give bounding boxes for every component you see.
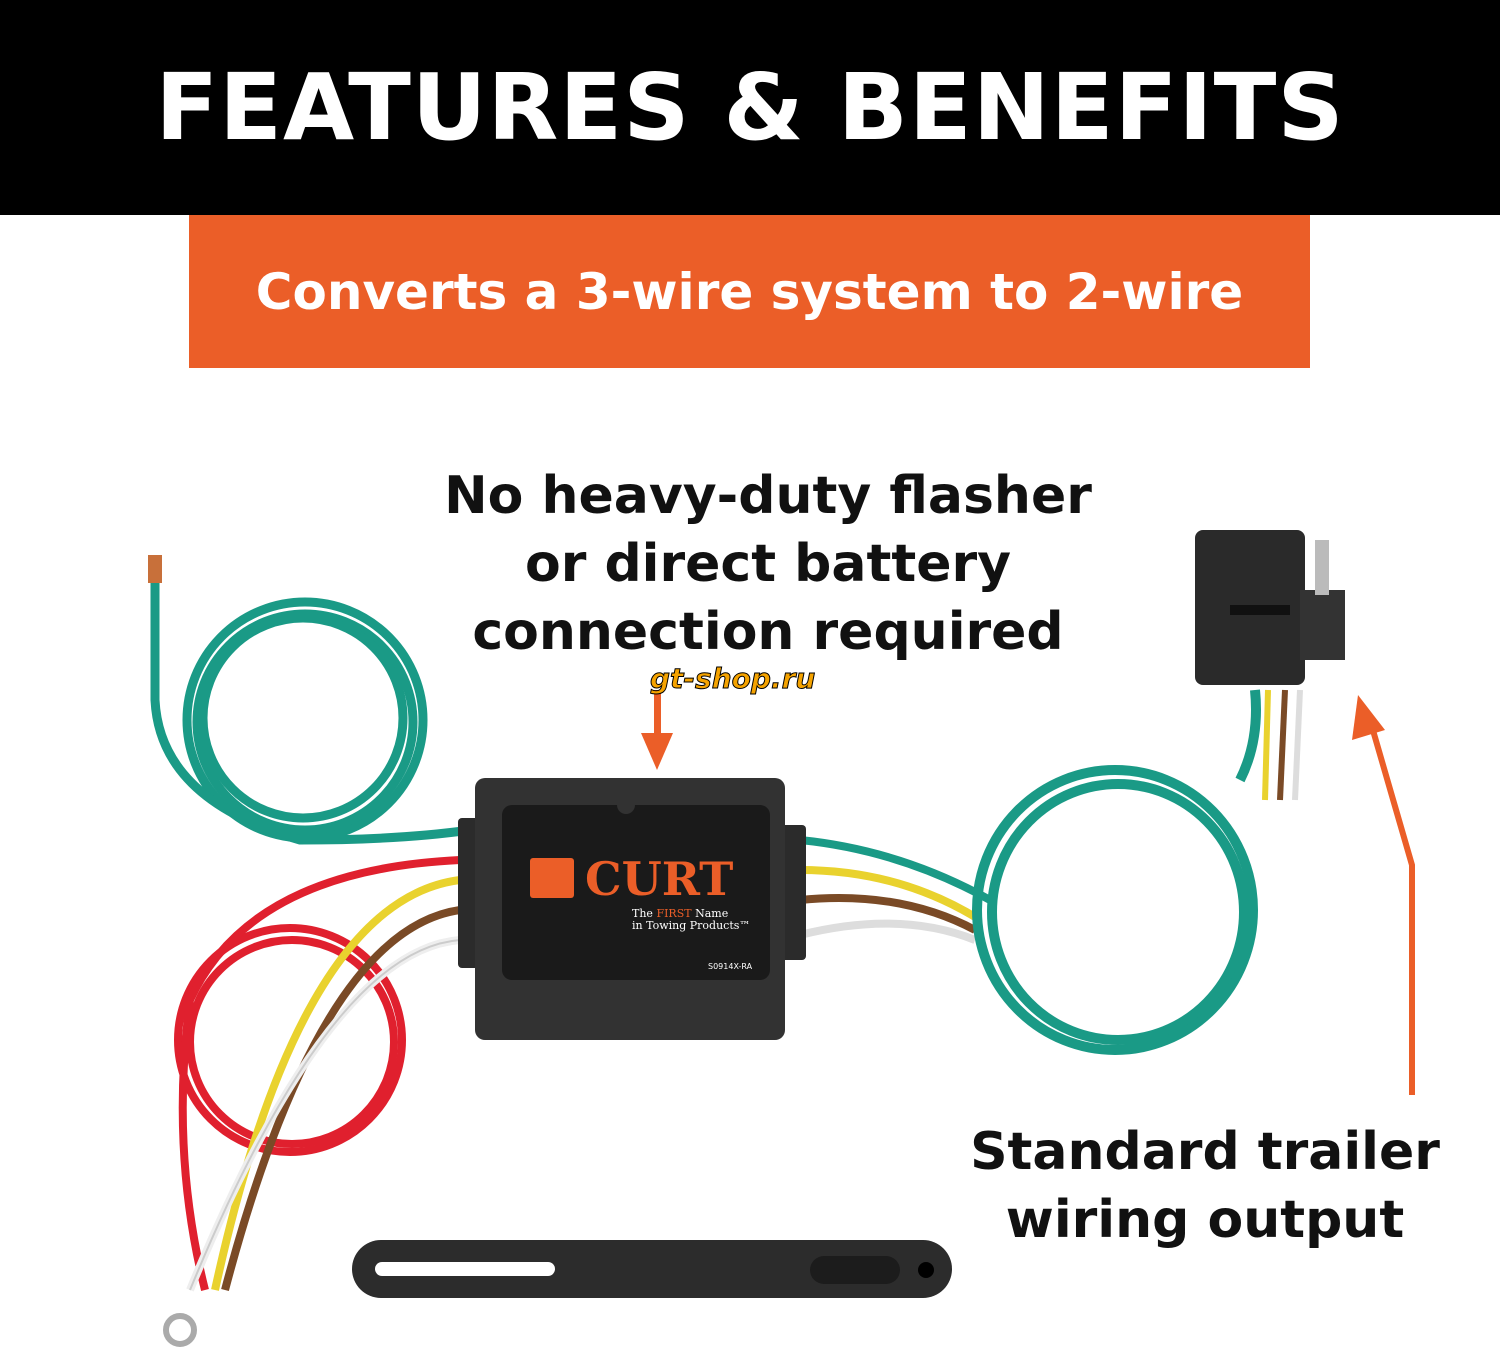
callout-line: Standard trailer	[970, 1122, 1440, 1182]
callout-line: No heavy-duty flasher	[444, 466, 1092, 526]
callout-output: Standard trailer wiring output	[960, 1118, 1450, 1254]
brand-tagline: The FIRST Name in Towing Products™	[632, 908, 750, 932]
tagline-accent: FIRST	[656, 907, 692, 920]
4-way-flat-connector	[1195, 530, 1345, 685]
wire-tip	[148, 555, 162, 583]
header-bar: FEATURES & BENEFITS	[0, 0, 1500, 215]
converter-module	[458, 778, 806, 1040]
page-title: FEATURES & BENEFITS	[155, 54, 1345, 161]
input-wires	[186, 876, 461, 1292]
arrow-top-callout	[654, 690, 661, 735]
arrow-head	[1352, 695, 1385, 740]
output-wires	[799, 836, 992, 944]
left-green-wire-coil	[150, 560, 471, 845]
tagline-text: The	[632, 907, 657, 920]
right-green-wire-coil	[972, 689, 1261, 1055]
callout-flasher: No heavy-duty flasher or direct battery …	[418, 462, 1118, 666]
watermark-logo: gt-shop.ru	[650, 662, 815, 695]
feature-banner: Converts a 3-wire system to 2-wire	[189, 215, 1310, 368]
ring-terminal	[163, 1313, 197, 1347]
tagline-text: Name	[691, 907, 729, 920]
mounting-strap	[352, 1240, 952, 1298]
connector-wires	[1262, 689, 1303, 801]
brand-logo: CURT	[585, 852, 734, 906]
callout-line: connection required	[472, 602, 1064, 662]
model-number: S0914X-RA	[708, 962, 753, 971]
arrow-head	[641, 733, 673, 770]
red-wire-coil	[174, 856, 461, 1291]
curt-logo-icon	[530, 858, 574, 898]
callout-line: wiring output	[1005, 1190, 1405, 1250]
callout-line: or direct battery	[524, 534, 1012, 594]
tagline-text: in Towing Products™	[632, 919, 751, 932]
banner-text: Converts a 3-wire system to 2-wire	[255, 262, 1244, 321]
arrow-right-callout	[1367, 719, 1415, 1095]
